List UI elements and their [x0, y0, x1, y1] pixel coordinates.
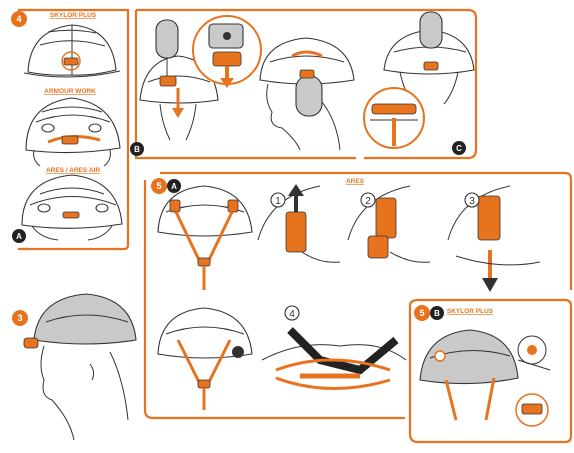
helmet-skylor-plus-strap	[419, 329, 551, 427]
step3-badge: 3	[12, 310, 28, 326]
label-ares-ares-air: ARES / ARES AIR	[46, 167, 100, 174]
arrow-down-icon	[172, 108, 184, 118]
svg-text:5: 5	[156, 181, 161, 191]
helmet-ares-strap-a	[157, 185, 253, 290]
label-ares: ARES	[346, 178, 365, 185]
step5b-badge: 5 B	[414, 305, 444, 321]
step5a-badge: 5 A	[151, 178, 181, 194]
helmet-ares	[21, 174, 123, 241]
step-number-4: 4	[289, 309, 295, 320]
frame-step4	[18, 8, 130, 251]
step-number-1: 1	[275, 196, 281, 207]
clip-icon	[521, 403, 543, 415]
arrow-down-icon	[482, 278, 498, 292]
panel-a-badge: A	[12, 229, 26, 243]
step4-badge: 4	[11, 11, 27, 27]
svg-text:3: 3	[17, 313, 22, 323]
svg-text:A: A	[171, 182, 177, 191]
label-skylor-plus-bottom: SKYLOR PLUS	[447, 308, 494, 315]
label-skylor-plus-top: SKYLOR PLUS	[50, 12, 97, 19]
zoom-earmuff-clip	[192, 15, 262, 88]
arrow-up-icon	[288, 184, 304, 196]
helmet-skylor-plus	[23, 24, 121, 78]
svg-text:B: B	[434, 309, 440, 318]
svg-text:A: A	[16, 232, 22, 241]
panel-c-badge: C	[452, 141, 466, 155]
frame-step5b	[408, 298, 573, 444]
step-3-detail: 3	[447, 185, 541, 292]
panel-b-badge: B	[130, 142, 144, 156]
frame-step-b	[134, 10, 356, 160]
zoom-screwdriver	[363, 87, 425, 149]
person-with-helmet	[23, 293, 137, 441]
step-number-3: 3	[469, 196, 475, 207]
frame-step-b-c	[136, 8, 478, 160]
step-1-detail: 1	[257, 184, 341, 263]
frame-step5a	[160, 171, 573, 290]
step-2-detail: 2	[347, 185, 431, 263]
svg-text:C: C	[456, 144, 462, 153]
svg-text:B: B	[134, 145, 140, 154]
step-number-2: 2	[365, 196, 371, 207]
frame-step5a-left	[143, 180, 405, 420]
svg-text:4: 4	[16, 14, 21, 24]
label-armour-work: ARMOUR WORK	[44, 88, 96, 95]
helmet-ares-strap-b	[157, 307, 253, 410]
svg-text:5: 5	[419, 308, 424, 318]
head-with-earmuffs	[259, 37, 355, 151]
earmuff-icon	[155, 19, 179, 59]
step-4-harness: 4	[261, 305, 407, 391]
helmet-armour-work	[25, 97, 121, 167]
